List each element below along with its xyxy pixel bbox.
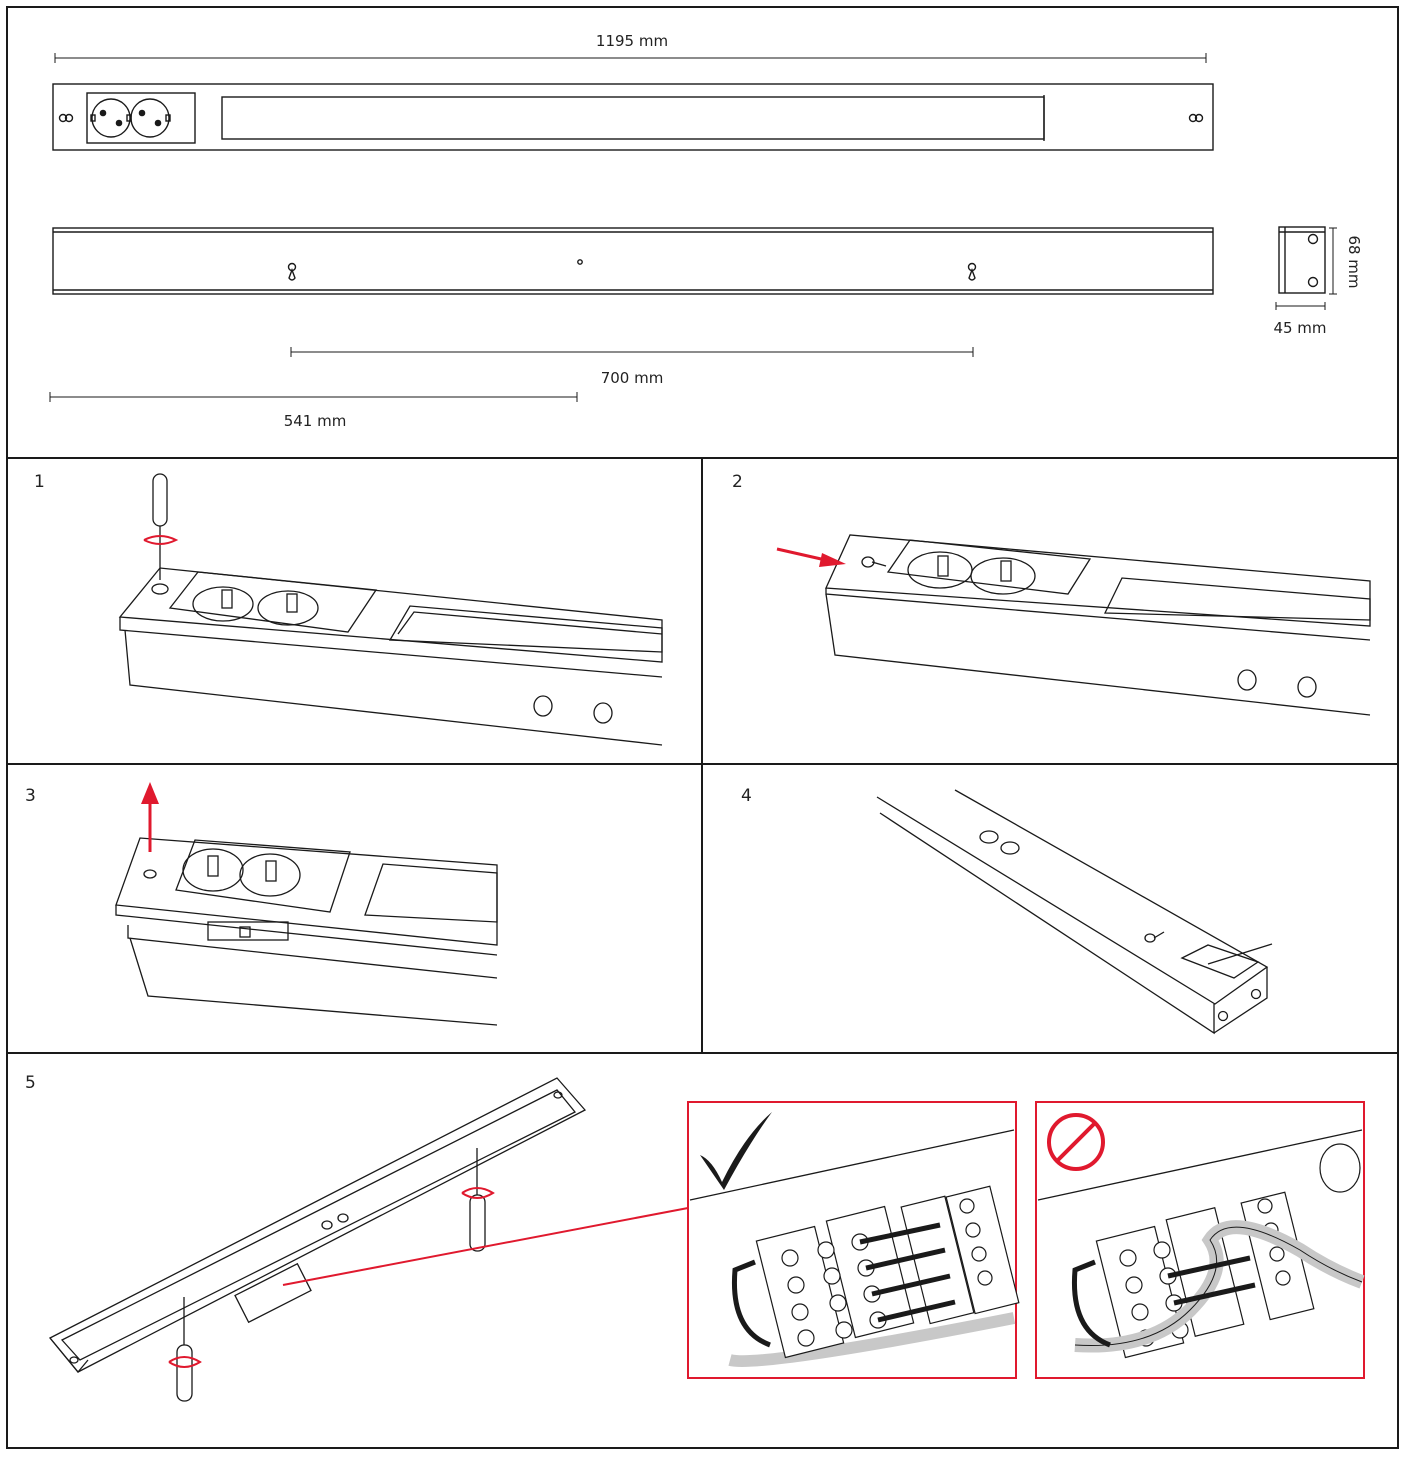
height-dimension-label: 68 mm [1345,235,1363,288]
step-3-number: 3 [25,786,36,806]
screwdriver-icon [176,1297,193,1402]
step-3-illustration [115,837,498,1026]
top-view-bar [52,83,1214,151]
depth-dimension-label: 45 mm [1273,319,1326,337]
dimension-drawing: 1195 mm [49,32,1363,430]
length-dimension-line [54,53,1207,63]
keyhole-spacing-line [290,347,974,357]
check-mark-icon [700,1112,772,1190]
prohibited-icon [1047,1113,1105,1171]
step-1-illustration [118,567,663,746]
rotate-arrow-icon [461,1187,495,1199]
panel-frame [6,6,1399,1449]
incorrect-wiring-detail [1035,1101,1365,1379]
rotate-arrow-icon [168,1356,202,1368]
end-view [1275,226,1337,310]
arrow-icon [776,547,846,567]
length-dimension-label: 1195 mm [596,32,668,50]
step-2-number: 2 [732,472,743,492]
step-4-number: 4 [741,786,752,806]
screwdriver-icon [152,473,168,580]
step-5-illustration [48,1077,587,1374]
step-5-number: 5 [25,1073,36,1093]
step-2-illustration [825,534,1371,716]
correct-wiring-detail [687,1101,1020,1379]
step-1-number: 1 [34,472,45,492]
keyhole-spacing-label: 700 mm [601,369,664,387]
step-4-illustration [876,789,1273,1035]
back-view-bar [52,227,1214,295]
rotate-arrow-icon [143,535,179,545]
arrow-icon [141,782,159,852]
screwdriver-icon [469,1148,486,1252]
callout-line [282,1207,689,1286]
center-offset-line [49,392,578,402]
center-offset-label: 541 mm [284,412,347,430]
